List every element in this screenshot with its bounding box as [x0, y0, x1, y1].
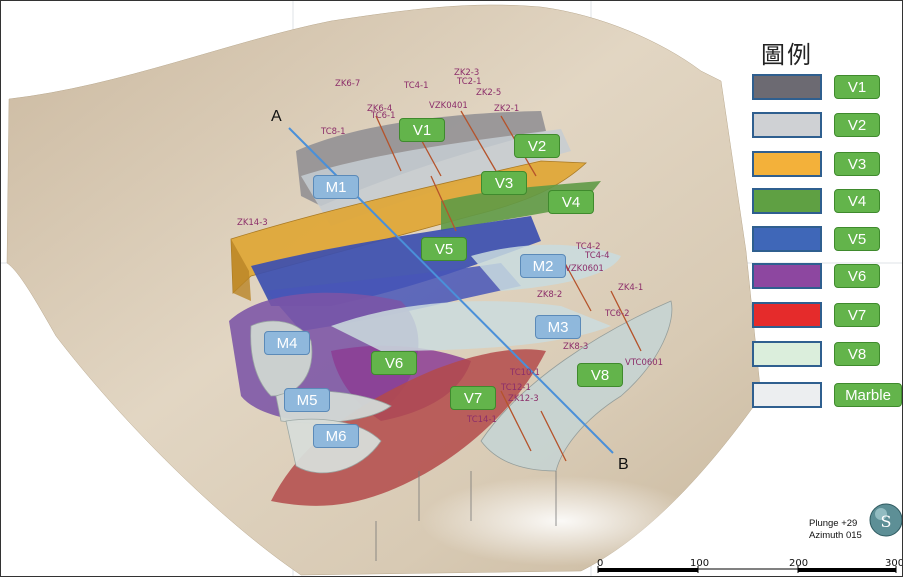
marble-tag-m3: M3 — [535, 315, 581, 339]
legend-swatch — [752, 188, 822, 214]
marble-tag-m2: M2 — [520, 254, 566, 278]
drillhole-label: TC2-1 — [457, 77, 482, 87]
drillhole-label: TC14-1 — [467, 415, 497, 425]
plunge-readout: Plunge +29 — [809, 518, 858, 529]
drillhole-label: ZK6-4 — [367, 104, 393, 114]
drillhole-label: ZK8-2 — [537, 290, 563, 300]
section-start-label: A — [271, 108, 282, 125]
section-end-label: B — [618, 456, 629, 473]
view-orientation-icon: S — [869, 503, 902, 537]
scale-tick-label: 300 — [885, 558, 903, 569]
vein-v5-body — [251, 216, 541, 306]
drillhole-label: ZK14-3 — [237, 218, 268, 228]
drillhole-label: TC10-1 — [510, 368, 540, 378]
legend-label: V7 — [834, 303, 880, 327]
drillhole-label: ZK2-3 — [454, 68, 480, 78]
legend-swatch — [752, 74, 822, 100]
legend-swatch — [752, 302, 822, 328]
vein-tag-v7: V7 — [450, 386, 496, 410]
drillhole-label: TC4-2 — [576, 242, 601, 252]
legend-swatch — [752, 226, 822, 252]
marble-tag-m5: M5 — [284, 388, 330, 412]
legend-swatch — [752, 382, 822, 408]
legend-label: V3 — [834, 152, 880, 176]
scale-tick-label: 100 — [690, 558, 710, 569]
drillhole-label: ZK4-1 — [618, 283, 644, 293]
vein-tag-v6: V6 — [371, 351, 417, 375]
legend-label: V2 — [834, 113, 880, 137]
vein-v8-body — [480, 300, 673, 472]
legend-swatch — [752, 112, 822, 138]
vein-tag-v8: V8 — [577, 363, 623, 387]
legend-label: V1 — [834, 75, 880, 99]
drillhole-label: ZK8-3 — [563, 342, 589, 352]
marble-tag-m4: M4 — [264, 331, 310, 355]
drillhole-label: TC6-1 — [371, 111, 396, 121]
drillhole-label: VTC0601 — [625, 358, 664, 368]
drillhole-label: VZK0601 — [565, 264, 604, 274]
vein-tag-v2: V2 — [514, 134, 560, 158]
scale-tick-label: 0 — [597, 558, 604, 569]
legend-title: 圖例 — [761, 41, 813, 69]
drillhole-label: TC4-4 — [585, 251, 610, 261]
drillhole-label: ZK6-7 — [335, 79, 361, 89]
legend-swatch — [752, 263, 822, 289]
drillhole-label: TC8-1 — [321, 127, 346, 137]
drillhole-label: ZK2-1 — [494, 104, 520, 114]
svg-text:S: S — [881, 512, 892, 531]
drillhole-label: TC4-1 — [404, 81, 429, 91]
drillhole-traces — [375, 110, 642, 462]
legend-label: Marble — [834, 383, 902, 407]
marble-tag-m6: M6 — [313, 424, 359, 448]
drillhole-label: VZK0401 — [429, 101, 468, 111]
legend-swatch — [752, 151, 822, 177]
vein-tag-v5: V5 — [421, 237, 467, 261]
azimuth-readout: Azimuth 015 — [809, 530, 862, 541]
drillhole-label: ZK12-3 — [508, 394, 539, 404]
drillhole-label: TC12-1 — [501, 383, 531, 393]
drillhole-label: ZK2-5 — [476, 88, 502, 98]
legend-label: V4 — [834, 189, 880, 213]
marble-tag-m1: M1 — [313, 175, 359, 199]
drillhole-stems — [375, 471, 557, 561]
legend-label: V8 — [834, 342, 880, 366]
vein-tag-v3: V3 — [481, 171, 527, 195]
terrain-highlight — [421, 476, 701, 566]
legend-label: V6 — [834, 264, 880, 288]
vein-v3-edge — [231, 239, 251, 301]
drillhole-label: TC6-2 — [605, 309, 630, 319]
scale-bar — [597, 566, 897, 573]
legend-label: V5 — [834, 227, 880, 251]
vein-tag-v1: V1 — [399, 118, 445, 142]
scale-tick-label: 200 — [789, 558, 809, 569]
legend-swatch — [752, 341, 822, 367]
vein-tag-v4: V4 — [548, 190, 594, 214]
